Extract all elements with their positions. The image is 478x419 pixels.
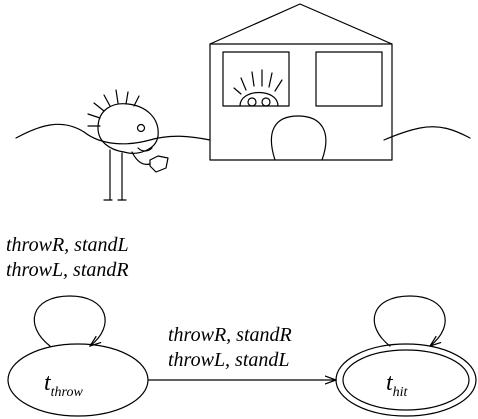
transition-label-line1: throwR, standR [168, 324, 292, 346]
state-hit: thit [335, 343, 477, 417]
stick-figure [87, 89, 169, 201]
state-throw: tthrow [7, 343, 149, 417]
state-throw-main: t [44, 370, 52, 396]
house-door [270, 115, 327, 161]
state-hit-main: t [386, 370, 394, 396]
house-window-left [222, 51, 290, 107]
svg-text:tthrow: tthrow [44, 370, 83, 400]
window-face [233, 69, 283, 107]
house-drawing [209, 3, 393, 161]
loop-label-line1: throwR, standL [6, 234, 129, 256]
ground-line [15, 123, 471, 145]
loop-label-line2: throwL, standR [6, 259, 129, 281]
state-throw-sub: throw [51, 385, 84, 400]
self-loop-throw [33, 295, 106, 346]
transition-label-line2: throwL, standL [168, 349, 290, 371]
svg-text:thit: thit [386, 370, 409, 400]
self-loop-hit [373, 295, 446, 346]
stone [149, 155, 169, 173]
house-window-right [315, 51, 383, 107]
state-hit-sub: hit [393, 385, 409, 400]
